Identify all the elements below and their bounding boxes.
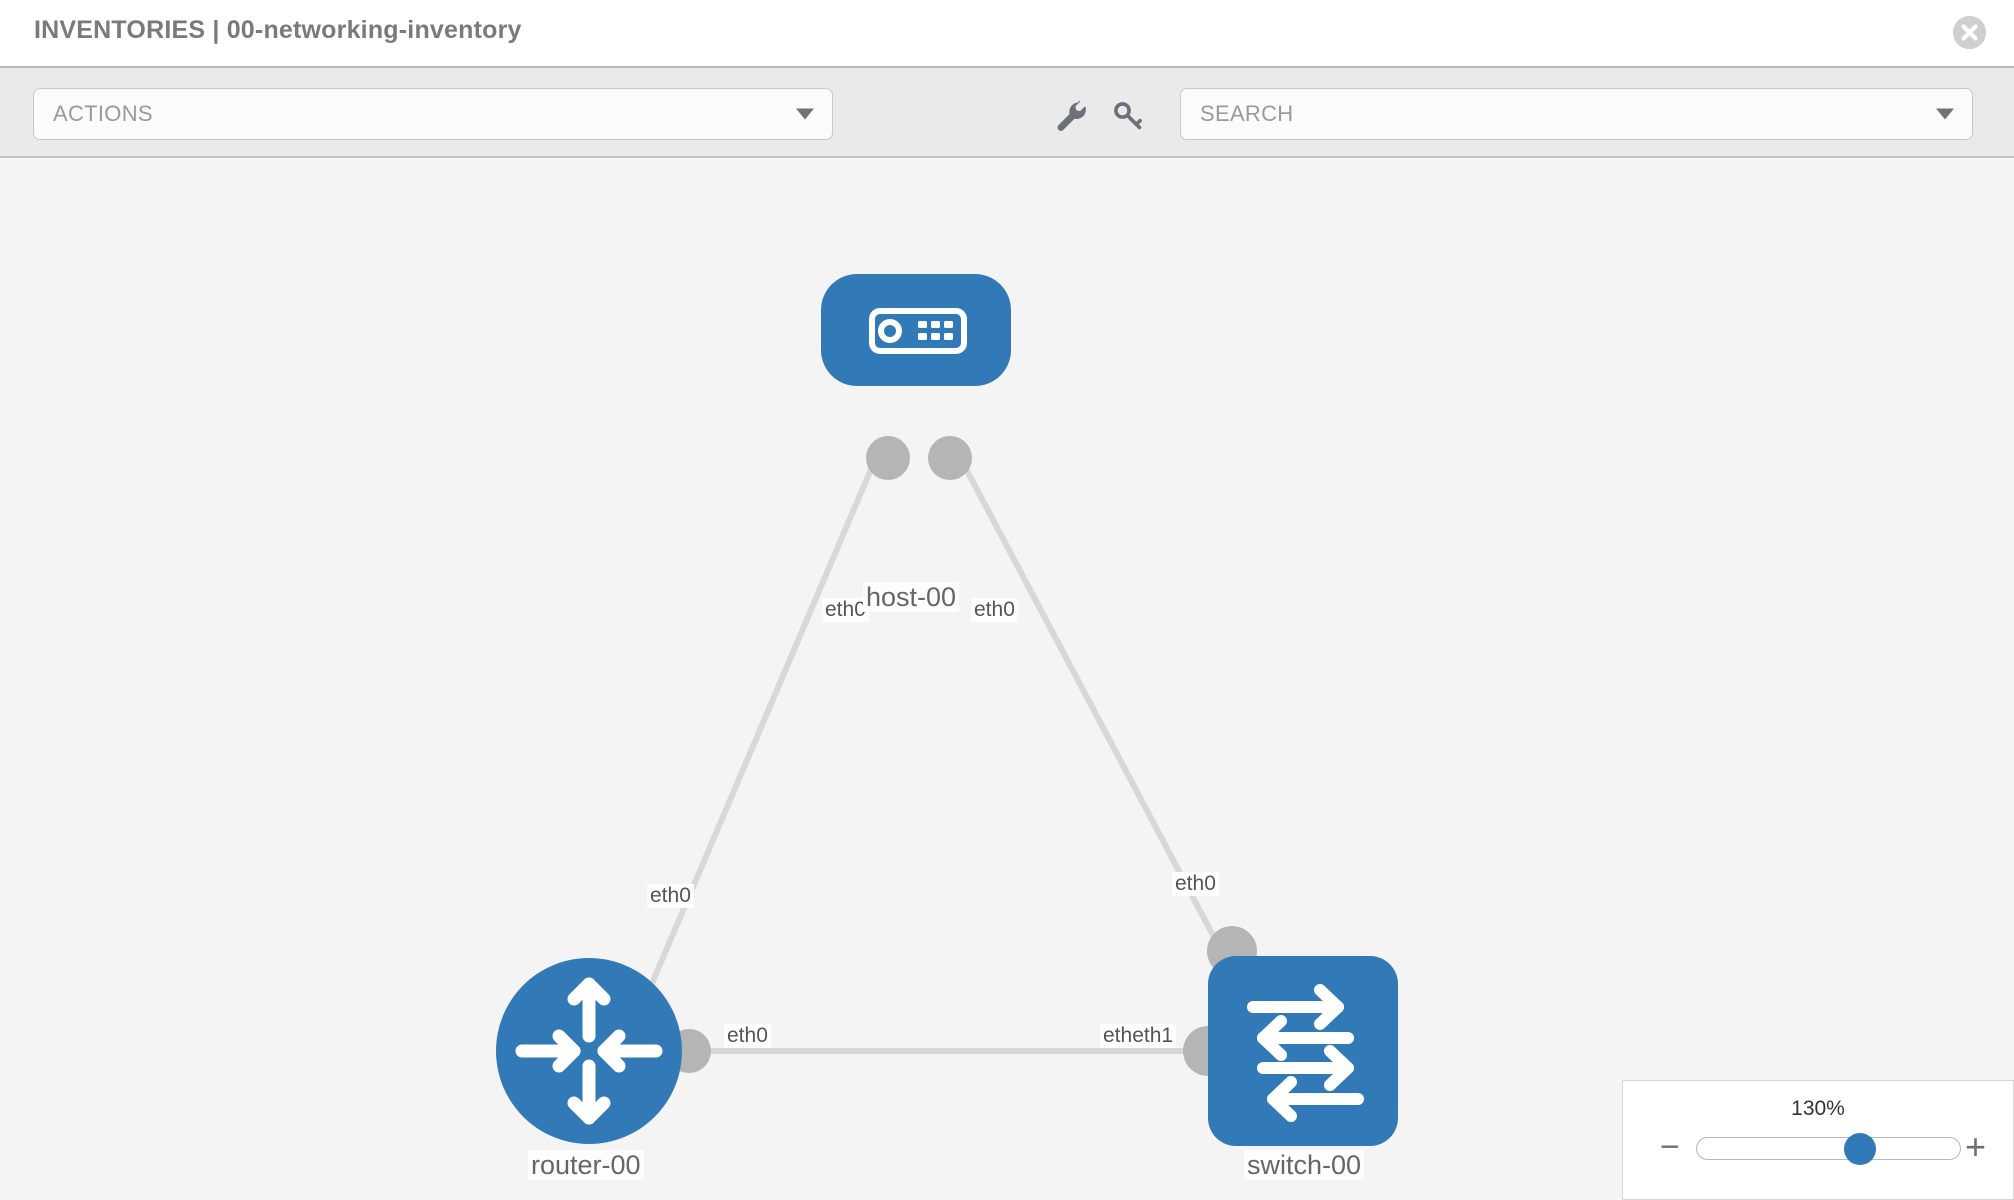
topology-canvas[interactable]: eth0 host-00 eth0 eth0 eth0 eth0 etheth1… [0, 158, 2014, 1200]
node-label-router: router-00 [528, 1150, 644, 1181]
topology-links [647, 446, 1228, 1054]
chevron-down-icon [1936, 108, 1954, 120]
chevron-down-icon [796, 108, 814, 120]
server-appliance-icon [869, 308, 967, 354]
search-input[interactable]: SEARCH [1180, 88, 1973, 140]
page-header: INVENTORIES | 00-networking-inventory [0, 0, 2014, 66]
port-label: eth0 [724, 1024, 771, 1049]
node-label-host: host-00 [863, 582, 960, 613]
node-label-switch: switch-00 [1244, 1150, 1365, 1181]
zoom-slider-track[interactable] [1696, 1132, 1961, 1165]
search-placeholder: SEARCH [1200, 101, 1294, 126]
node-host-00[interactable] [821, 274, 1011, 386]
zoom-out-button[interactable]: − [1660, 1128, 1680, 1166]
topology-ports [667, 436, 1257, 1076]
port-host-right [928, 436, 972, 480]
switch-arrows-icon [1247, 984, 1364, 1122]
zoom-level-value: 130% [1791, 1097, 1845, 1120]
topology-graph [496, 274, 1398, 1146]
actions-dropdown[interactable]: ACTIONS [33, 88, 833, 140]
port-label: eth0 [647, 884, 694, 909]
toolbar: ACTIONS SEARCH [0, 66, 2014, 158]
node-switch-00[interactable] [1208, 956, 1398, 1146]
port-label-overlap: etheth1 [1100, 1024, 1177, 1049]
zoom-control-panel: 130% − + [1622, 1080, 2014, 1200]
port-host-left [866, 436, 910, 480]
actions-dropdown-label: ACTIONS [53, 101, 153, 126]
port-label: eth0 [1172, 872, 1219, 897]
zoom-in-button[interactable]: + [1964, 1126, 1986, 1167]
router-four-arrows-icon [515, 977, 663, 1125]
port-label: eth0 [971, 598, 1018, 623]
close-icon[interactable] [1953, 16, 1986, 49]
port-label: eth0 [822, 598, 869, 623]
key-icon[interactable] [1110, 98, 1146, 134]
wrench-icon[interactable] [1053, 98, 1089, 134]
zoom-slider-thumb[interactable] [1844, 1132, 1877, 1165]
node-router-00[interactable] [496, 958, 682, 1144]
page-title: INVENTORIES | 00-networking-inventory [34, 16, 522, 44]
